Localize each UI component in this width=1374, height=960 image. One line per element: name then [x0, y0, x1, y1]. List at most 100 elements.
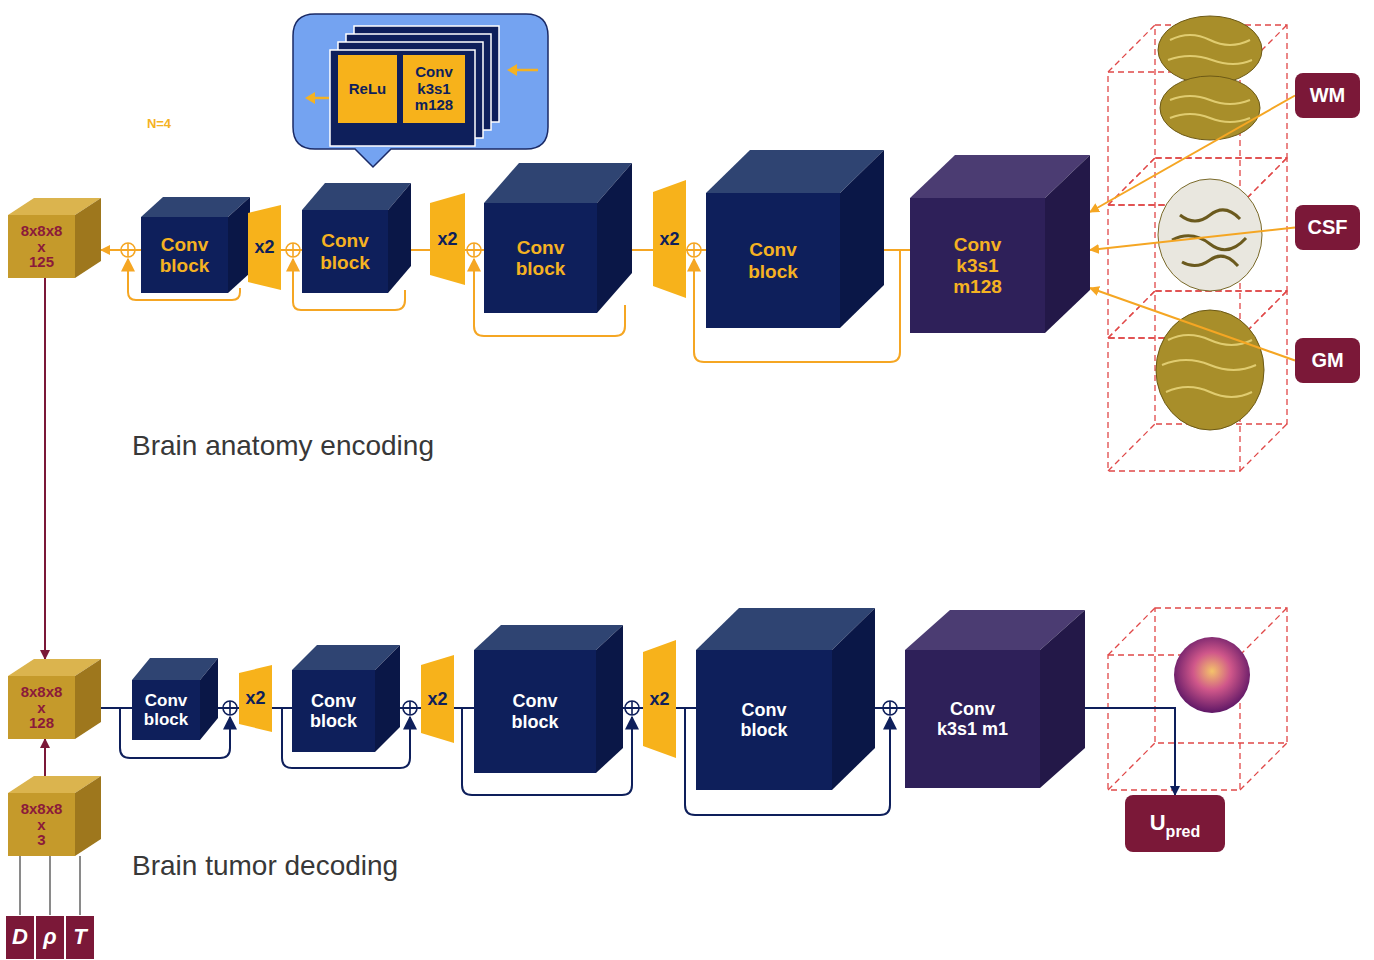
- drawing-part: [905, 650, 1040, 788]
- connector: [79, 856, 81, 915]
- drawing-part: [507, 64, 517, 76]
- text-holder: Conv block: [706, 193, 840, 328]
- drawing-part: [8, 793, 75, 856]
- drawing-part: [1295, 338, 1360, 383]
- drawing-part: [293, 14, 548, 167]
- connector: [218, 707, 239, 709]
- skip-connections: [120, 250, 900, 815]
- text-holder: Conv block: [132, 680, 200, 740]
- drawing-part: [832, 608, 875, 790]
- drawing-part: [302, 210, 388, 293]
- text-holder: Brain tumor decoding: [132, 844, 592, 888]
- drawing-part: [1162, 335, 1256, 397]
- block-label: U: [1150, 811, 1166, 836]
- connector: [1090, 96, 1295, 213]
- block-label: Conv k3s1 m128: [403, 64, 465, 114]
- connector: [281, 249, 302, 251]
- drawing-part: [840, 150, 884, 328]
- drawing-part: [403, 55, 465, 123]
- block-label: CSF: [1308, 216, 1348, 238]
- block-label: ReLu: [349, 81, 387, 98]
- drawing-part: [421, 655, 454, 743]
- drawing-part: [375, 645, 400, 752]
- text-holder: Brain anatomy encoding: [132, 424, 592, 468]
- block-label: x2: [245, 688, 265, 708]
- block-label: Conv block: [149, 234, 221, 277]
- block-label: Conv k3s1 m128: [938, 234, 1018, 298]
- brain-renderings: [1156, 16, 1264, 713]
- drawing-part: [248, 205, 281, 290]
- drawing-part: [430, 193, 465, 285]
- section-panel: Brain anatomy encodingN=4ReLuConv k3s1 m…: [118, 3, 1100, 477]
- output-volumes: [1108, 25, 1287, 790]
- block-label: Conv block: [737, 239, 809, 282]
- connector: [884, 249, 910, 251]
- connector: [19, 856, 21, 915]
- conv-block-shape: [696, 608, 875, 790]
- block-label: WM: [1310, 84, 1346, 106]
- drawing-part: [8, 215, 75, 278]
- feature-tensor: 8x8x8 x 125: [8, 198, 101, 278]
- drawing-part: [239, 665, 272, 732]
- drawing-part: [517, 69, 538, 72]
- drawing-part: [706, 193, 840, 328]
- connector: [1090, 228, 1295, 251]
- text-holder: Conv k3s1 m1: [905, 650, 1040, 788]
- connector: [101, 707, 132, 709]
- text-holder: D: [5, 915, 35, 960]
- section-title: Brain anatomy encoding: [132, 430, 434, 461]
- conv-block: Conv block: [292, 645, 400, 752]
- drawing-part: [8, 676, 75, 739]
- text-holder: Conv block: [484, 203, 597, 313]
- text-holder: x2: [421, 655, 454, 743]
- drawing-part: [1158, 179, 1262, 291]
- conv-block: Conv k3s1 m128: [910, 155, 1090, 333]
- connector: [400, 707, 421, 709]
- block-label: pred: [1166, 823, 1201, 841]
- drawing-part: [1168, 35, 1252, 122]
- conv-block: Conv block: [706, 150, 884, 328]
- drawing-part: [696, 650, 832, 790]
- block-label: Conv block: [135, 691, 197, 729]
- connector: [44, 739, 46, 776]
- drawing-part: [484, 203, 597, 313]
- section-title: Brain tumor decoding: [132, 850, 398, 881]
- text-holder: Conv k3s1 m128: [910, 198, 1045, 333]
- block-label: Conv block: [309, 230, 381, 273]
- block-label: x2: [437, 229, 457, 249]
- connector: [411, 249, 430, 251]
- conv-block: Conv block: [696, 608, 875, 790]
- tag-box: GM: [1295, 338, 1360, 383]
- drawing-part: [132, 680, 200, 740]
- text-holder: 8x8x8 x 3: [8, 793, 75, 856]
- connector: [623, 707, 643, 709]
- connector: [1085, 708, 1175, 795]
- drawing-part: [292, 670, 375, 752]
- text-holder: WM: [1295, 73, 1360, 118]
- block-label: Conv block: [505, 237, 577, 280]
- conv-block-shape: [706, 150, 884, 328]
- drawing-part: [910, 198, 1045, 333]
- drawing-part: [228, 197, 250, 293]
- parameter-symbol: ρ: [43, 925, 56, 950]
- drawing-part: [75, 659, 101, 739]
- drawing-part: [1160, 76, 1260, 140]
- drawing-part: [1108, 608, 1287, 790]
- block-label: x2: [649, 689, 669, 709]
- connector: [44, 278, 46, 659]
- conv-block: Conv block: [484, 163, 632, 313]
- upsample-block: x2: [643, 640, 676, 758]
- drawing-part: [474, 650, 596, 773]
- connector: [875, 707, 905, 709]
- block-label: Conv block: [500, 691, 570, 731]
- text-holder: x2: [430, 193, 465, 285]
- upsample-block: x2: [248, 205, 281, 290]
- text-holder: x2: [248, 205, 281, 290]
- text-holder: GM: [1295, 338, 1360, 383]
- parameter-symbol: D: [12, 925, 28, 950]
- text-holder: Conv block: [696, 650, 832, 790]
- text-holder: x2: [239, 665, 272, 732]
- section-panel: Brain tumor decoding Conv block x2 Conv blo…: [118, 492, 1100, 892]
- block-label: x2: [427, 689, 447, 709]
- layer-box: Conv k3s1 m128: [403, 55, 465, 123]
